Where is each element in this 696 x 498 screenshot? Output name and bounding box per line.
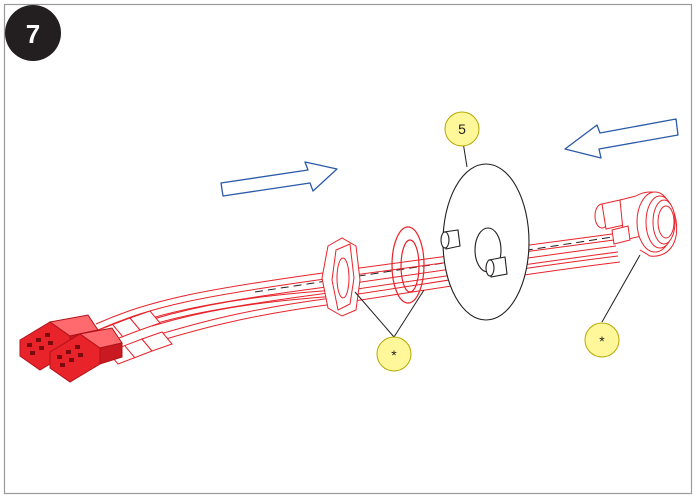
- callout-faceplate: 5: [444, 111, 480, 147]
- callout-socket-label: *: [599, 333, 605, 349]
- panel-border: [3, 3, 693, 495]
- plug-connector-lower: [49, 327, 123, 383]
- hex-nut: [321, 237, 361, 317]
- threaded-socket: [594, 191, 678, 257]
- arrow-right-outline-icon: [220, 161, 338, 197]
- step-number: 7: [26, 19, 40, 49]
- callout-nut-and-washer-label: *: [391, 347, 397, 363]
- arrow-left-outline-icon: [564, 118, 679, 159]
- callout-faceplate-label: 5: [458, 121, 466, 137]
- faceplate-disc: [440, 163, 530, 321]
- callout-socket: *: [584, 322, 620, 358]
- step-badge: 7: [5, 5, 61, 61]
- callout-nut-and-washer: *: [376, 336, 412, 372]
- washer: [391, 226, 425, 304]
